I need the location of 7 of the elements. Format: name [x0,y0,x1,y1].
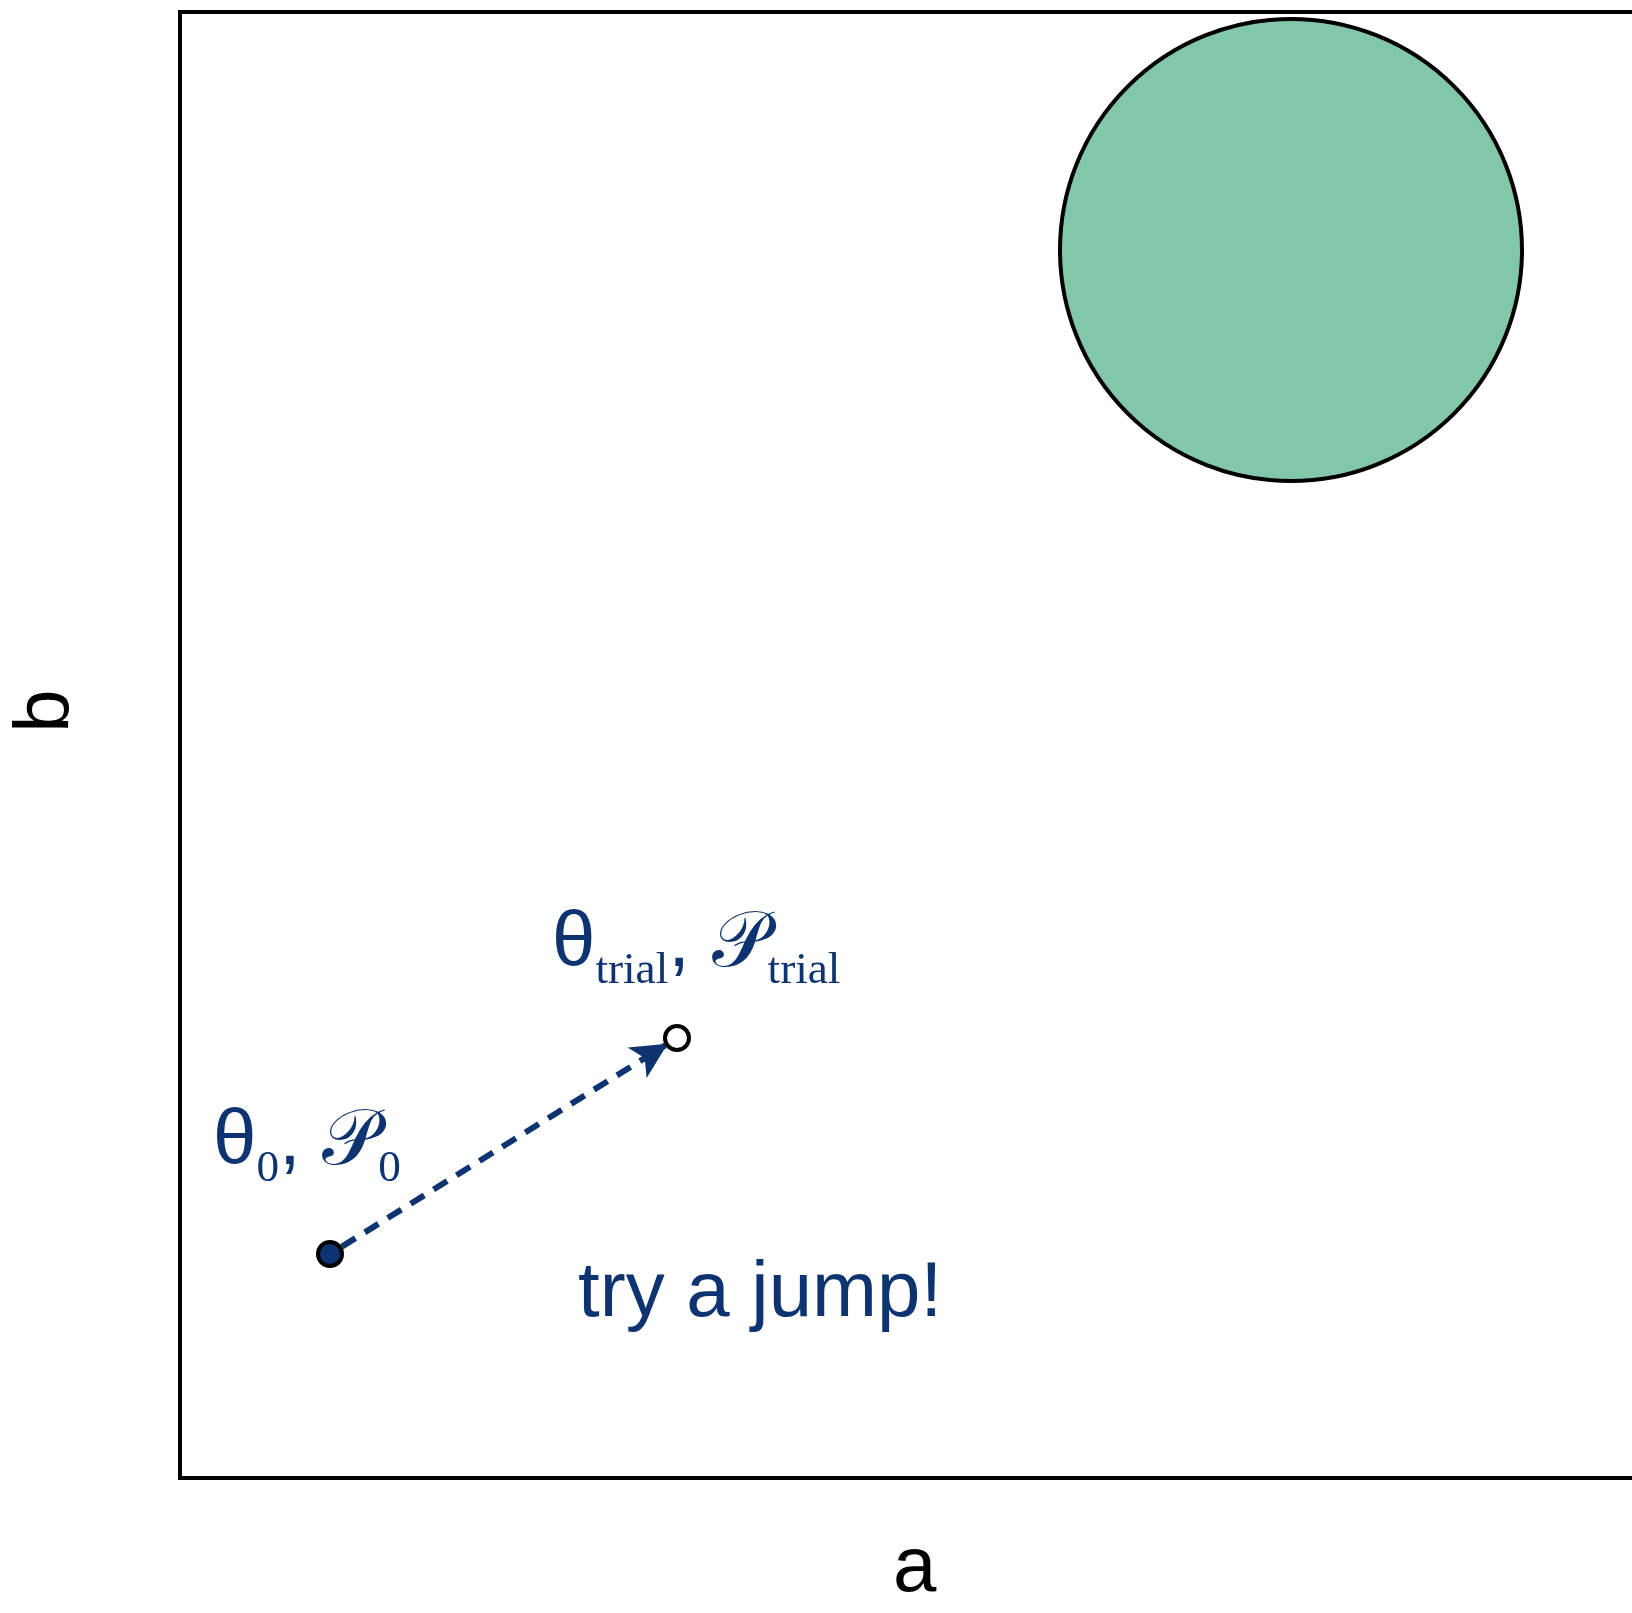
point-label: θ$_{0}$, 𝒫$_{0}$ [213,1098,401,1189]
axis-label: b [2,689,81,733]
trial-point [663,1024,691,1052]
jump-arrow [340,1042,668,1250]
axis-label: a [893,1525,937,1603]
start-point [316,1240,344,1268]
point-label: θ$_{trial}$, 𝒫$_{trial}$ [552,900,841,991]
